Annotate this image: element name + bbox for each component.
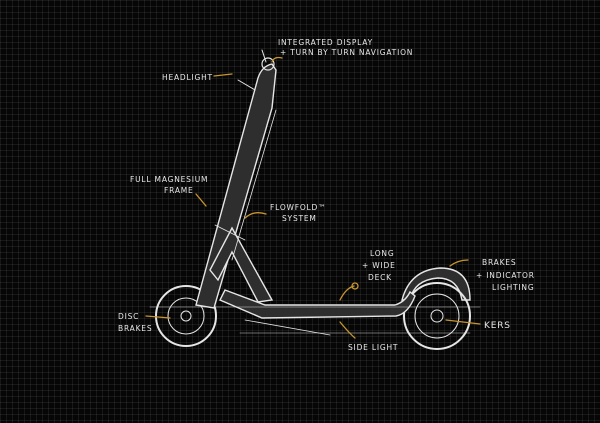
stem xyxy=(195,63,277,309)
front-wheel xyxy=(155,285,217,347)
label-indicator: + INDICATOR xyxy=(476,271,535,280)
label-navigation: + TURN BY TURN NAVIGATION xyxy=(280,48,413,57)
label-integrated-display: INTEGRATED DISPLAY xyxy=(278,38,373,47)
frame-strut xyxy=(209,226,274,303)
label-wide: + WIDE xyxy=(362,261,396,270)
label-system: SYSTEM xyxy=(282,214,317,223)
label-flowfold: FLOWFOLD™ xyxy=(270,203,326,212)
label-deck: DECK xyxy=(368,273,392,282)
label-magnesium-frame: FULL MAGNESIUM xyxy=(130,175,208,184)
label-frame: FRAME xyxy=(164,186,194,195)
label-brakes: BRAKES xyxy=(482,258,516,267)
label-headlight: HEADLIGHT xyxy=(162,73,213,82)
label-disc: DISC xyxy=(118,312,139,321)
label-long: LONG xyxy=(370,249,394,258)
label-lighting: LIGHTING xyxy=(492,283,534,292)
label-kers: KERS xyxy=(484,321,511,331)
deck xyxy=(219,289,416,319)
label-side-light: SIDE LIGHT xyxy=(348,343,398,352)
label-disc-brakes: BRAKES xyxy=(118,324,152,333)
rear-wheel xyxy=(401,267,471,350)
annotation-arrows xyxy=(145,56,481,339)
